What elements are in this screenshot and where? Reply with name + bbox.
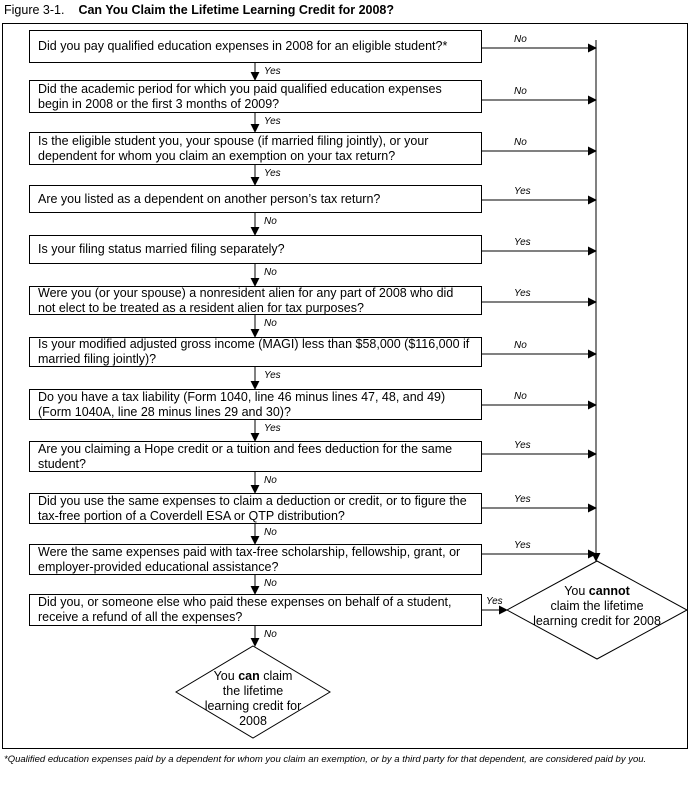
question-text: Were the same expenses paid with tax-fre… <box>38 544 461 574</box>
question-text: Did you, or someone else who paid these … <box>38 595 452 624</box>
can-claim-diamond <box>175 645 331 739</box>
side-branch-label: Yes <box>514 237 531 248</box>
footnote: *Qualified education expenses paid by a … <box>4 754 647 765</box>
side-branch-label: Yes <box>514 186 531 197</box>
question-text: Is your filing status married filing sep… <box>38 242 285 256</box>
figure-frame <box>2 23 688 749</box>
down-branch-label: Yes <box>264 168 281 179</box>
down-branch-label: No <box>264 475 277 486</box>
figure-number: Figure 3-1. <box>4 3 65 17</box>
side-branch-label: No <box>514 340 527 351</box>
question-box-7: Is your modified adjusted gross income (… <box>29 337 482 367</box>
side-branch-label: No <box>514 34 527 45</box>
down-branch-label: No <box>264 578 277 589</box>
question-box-12: Did you, or someone else who paid these … <box>29 594 482 626</box>
question-box-5: Is your filing status married filing sep… <box>29 235 482 264</box>
side-branch-label: Yes <box>514 494 531 505</box>
cannot-claim-diamond <box>505 560 689 660</box>
question-text: Is your modified adjusted gross income (… <box>38 337 470 366</box>
down-branch-label: No <box>264 318 277 329</box>
question-text: Are you listed as a dependent on another… <box>38 191 381 206</box>
side-branch-label: Yes <box>486 596 503 607</box>
down-branch-label: No <box>264 527 277 538</box>
figure-title: Figure 3-1. Can You Claim the Lifetime Le… <box>4 3 394 17</box>
question-text: Is the eligible student you, your spouse… <box>38 133 429 163</box>
down-branch-label: Yes <box>264 116 281 127</box>
question-box-8: Do you have a tax liability (Form 1040, … <box>29 389 482 420</box>
question-box-9: Are you claiming a Hope credit or a tuit… <box>29 441 482 472</box>
question-text: Did the academic period for which you pa… <box>38 81 442 111</box>
question-text: Were you (or your spouse) a nonresident … <box>38 285 454 315</box>
side-branch-label: No <box>514 391 527 402</box>
down-branch-label: Yes <box>264 370 281 381</box>
can-claim-outcome: You can claim the lifetime learning cred… <box>204 669 302 728</box>
down-branch-label: Yes <box>264 423 281 434</box>
side-branch-label: Yes <box>514 440 531 451</box>
can-emphasis: can <box>238 669 260 683</box>
down-branch-label: No <box>264 629 277 640</box>
down-branch-label: No <box>264 216 277 227</box>
down-branch-label: No <box>264 267 277 278</box>
question-box-11: Were the same expenses paid with tax-fre… <box>29 544 482 575</box>
cannot-emphasis: cannot <box>588 584 630 598</box>
question-box-1: Did you pay qualified education expenses… <box>29 30 482 63</box>
question-box-10: Did you use the same expenses to claim a… <box>29 493 482 524</box>
side-branch-label: No <box>514 86 527 97</box>
question-text: Do you have a tax liability (Form 1040, … <box>38 389 446 419</box>
side-branch-label: No <box>514 137 527 148</box>
question-box-3: Is the eligible student you, your spouse… <box>29 132 482 165</box>
question-box-2: Did the academic period for which you pa… <box>29 80 482 113</box>
figure-name: Can You Claim the Lifetime Learning Cred… <box>78 3 395 17</box>
side-branch-label: Yes <box>514 288 531 299</box>
side-branch-label: Yes <box>514 540 531 551</box>
down-branch-label: Yes <box>264 66 281 77</box>
question-box-6: Were you (or your spouse) a nonresident … <box>29 286 482 315</box>
question-box-4: Are you listed as a dependent on another… <box>29 185 482 213</box>
question-text: Are you claiming a Hope credit or a tuit… <box>38 441 453 471</box>
question-text: Did you use the same expenses to claim a… <box>38 493 467 523</box>
question-text: Did you pay qualified education expenses… <box>38 39 448 53</box>
cannot-claim-outcome: You cannot claim the lifetime learning c… <box>533 584 661 628</box>
